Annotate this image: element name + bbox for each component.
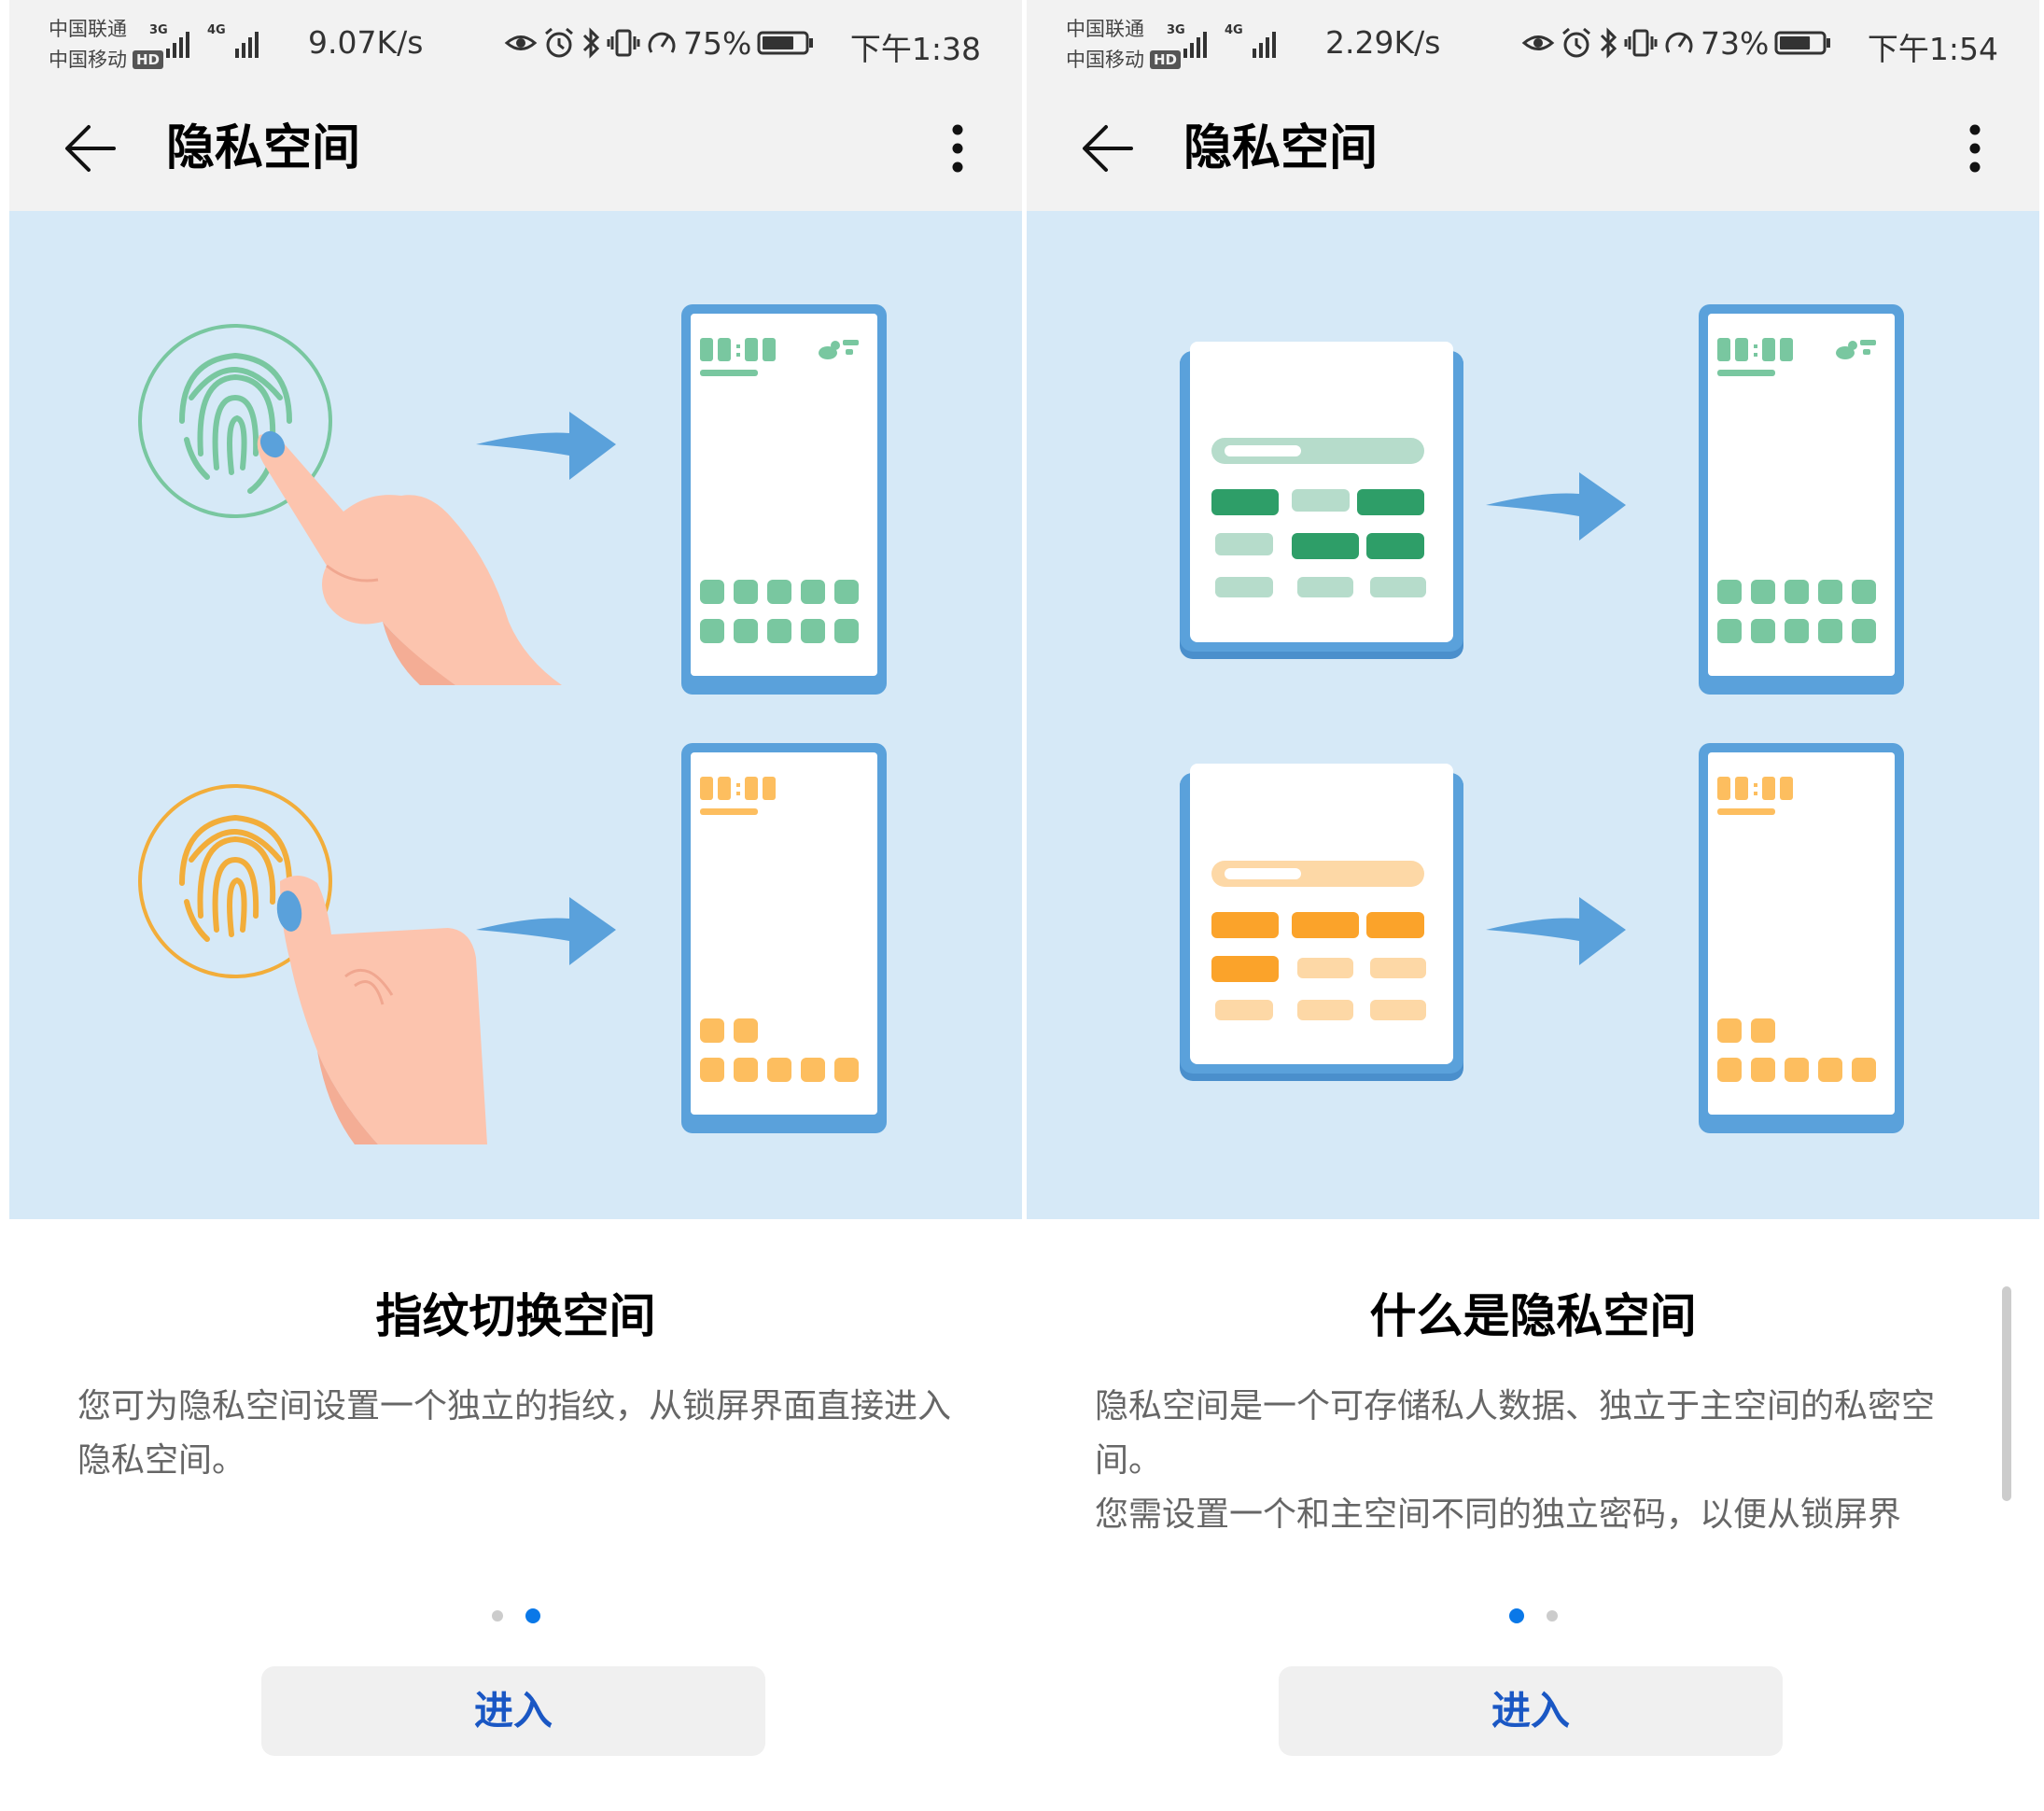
network-type-2: 4G: [1225, 23, 1243, 37]
eye-icon: [504, 35, 538, 50]
bluetooth-icon: [1600, 27, 1617, 59]
clock: 下午1:38: [849, 31, 981, 67]
enter-button[interactable]: 进入: [1279, 1666, 1783, 1756]
phone-icon: [681, 304, 887, 695]
description-paragraph: 您可为隐私空间设置一个独立的指纹，从锁屏界面直接进入隐私空间。: [77, 1387, 952, 1480]
hand-icon: [276, 875, 487, 1144]
bluetooth-icon: [582, 27, 600, 59]
phone-icon: [1180, 332, 1463, 659]
app-bar: 隐私空间: [9, 93, 1022, 211]
more-vertical-icon[interactable]: [944, 116, 972, 181]
back-arrow-icon[interactable]: [1075, 116, 1141, 181]
page-dot-active: [1508, 1607, 1524, 1623]
battery-icon: [1774, 31, 1831, 55]
vibrate-icon: [1624, 29, 1658, 57]
network-speed: 2.29K/s: [1325, 24, 1441, 61]
arrow-right-icon: [476, 412, 616, 480]
more-vertical-icon[interactable]: [1961, 116, 1989, 181]
page-indicator: [1027, 1606, 2039, 1623]
speed-gauge-icon: [648, 32, 676, 53]
battery-percent: 75%: [683, 24, 752, 62]
description-paragraph: 您需设置一个和主空间不同的独立密码，以便从锁屏界: [1095, 1495, 1902, 1534]
carrier-2: 中国移动: [49, 49, 127, 71]
hand-icon: [257, 430, 562, 685]
carrier-1: 中国联通: [1066, 18, 1144, 40]
page-title: 隐私空间: [1183, 120, 1379, 176]
carrier-labels: 中国联通 中国移动 HD: [1066, 14, 1182, 76]
network-type-1: 3G: [149, 23, 168, 37]
carrier-2: 中国移动: [1066, 49, 1144, 71]
section-heading: 什么是隐私空间: [1369, 1289, 1697, 1343]
page-title: 隐私空间: [166, 120, 361, 176]
page-dot: [1546, 1609, 1558, 1621]
page-indicator: [9, 1606, 1022, 1623]
signal-icon: 4G: [207, 23, 259, 58]
vibrate-icon: [607, 29, 640, 57]
battery-percent: 73%: [1701, 24, 1770, 62]
carrier-1: 中国联通: [49, 18, 127, 40]
scrollbar[interactable]: [2002, 1286, 2011, 1501]
illustration: [1027, 211, 2039, 1219]
network-speed: 9.07K/s: [308, 24, 424, 61]
screen-what-is-private-space: 中国联通 中国移动 HD 3G 4G 2.29K/s 73% 下午1:54 隐私空…: [1027, 0, 2039, 1811]
description: 您可为隐私空间设置一个独立的指纹，从锁屏界面直接进入隐私空间。: [77, 1380, 973, 1488]
speed-gauge-icon: [1665, 32, 1693, 53]
arrow-right-icon: [1486, 897, 1626, 965]
back-arrow-icon[interactable]: [58, 116, 123, 181]
hd-badge: HD: [1150, 50, 1182, 69]
status-bar: 中国联通 中国移动 HD 3G 4G 2.29K/s 73% 下午1:54: [1027, 0, 2039, 93]
page-dot-active: [525, 1607, 540, 1623]
eye-icon: [1521, 35, 1555, 50]
illustration: [9, 211, 1022, 1219]
weather-icon: [819, 340, 859, 359]
arrow-right-icon: [1486, 472, 1626, 540]
description-paragraph: 隐私空间是一个可存储私人数据、独立于主空间的私密空间。: [1095, 1387, 1936, 1480]
network-type-2: 4G: [207, 23, 226, 37]
phone-icon: [1180, 754, 1463, 1081]
network-type-1: 3G: [1167, 23, 1185, 37]
signal-icon: 3G: [1167, 23, 1207, 58]
clock: 下午1:54: [1867, 31, 1998, 67]
section-heading: 指纹切换空间: [375, 1289, 656, 1343]
app-bar: 隐私空间: [1027, 93, 2039, 211]
phone-icon: [1699, 743, 1904, 1133]
status-bar: 中国联通 中国移动 HD 3G 4G 9.07K/s 75% 下午1:38: [9, 0, 1022, 93]
carrier-labels: 中国联通 中国移动 HD: [49, 14, 164, 76]
battery-icon: [757, 31, 814, 55]
description: 隐私空间是一个可存储私人数据、独立于主空间的私密空间。 您需设置一个和主空间不同…: [1095, 1380, 1991, 1542]
screen-fingerprint-switch: 中国联通 中国移动 HD 3G 4G 9.07K/s 75% 下午1:38 隐私空…: [9, 0, 1022, 1811]
arrow-right-icon: [476, 897, 616, 965]
weather-icon: [1836, 340, 1876, 359]
status-icons: 75%: [504, 24, 815, 62]
alarm-icon: [1562, 27, 1590, 58]
fingerprint-icon: [138, 784, 332, 978]
phone-icon: [681, 743, 887, 1133]
page-dot: [491, 1609, 503, 1621]
phone-icon: [1699, 304, 1904, 695]
signal-icon: 3G: [149, 23, 189, 58]
alarm-icon: [545, 27, 573, 58]
enter-button[interactable]: 进入: [261, 1666, 765, 1756]
status-icons: 73%: [1521, 24, 1832, 62]
signal-icon: 4G: [1225, 23, 1276, 58]
hd-badge: HD: [133, 50, 164, 69]
